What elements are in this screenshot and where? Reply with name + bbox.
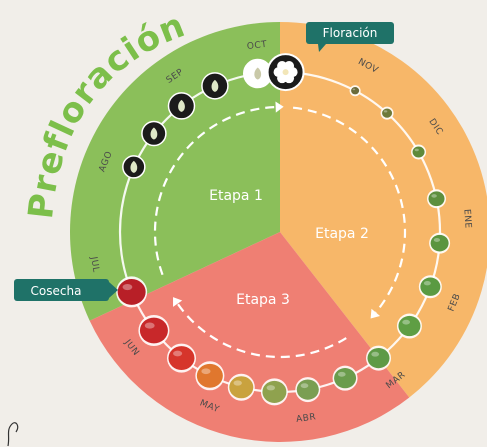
bud-shape-icon [130,160,138,173]
month-label-oct: OCT [246,40,267,52]
arrow-arc-3 [176,303,347,359]
coffee-cherry-body-icon [382,108,393,118]
coffee-cherry-body-icon [412,146,425,158]
bud-shape-icon [150,127,158,140]
cherry-highlight-icon [414,148,419,152]
stage-3-label: Etapa 3 [236,292,290,308]
stage-3-sector [89,232,410,443]
cherry-highlight-icon [402,319,410,325]
flower-petal-icon [284,61,295,72]
cherry-highlight-icon [173,350,183,357]
stage-1-label: Etapa 1 [209,188,263,204]
cherry-highlight-icon [122,283,133,291]
cherry-highlight-icon [337,371,346,377]
coffee-cherry-body-icon [351,87,360,95]
coffee-cherry-body-icon [420,277,441,296]
track-icons [116,53,451,406]
arrowhead-2 [370,308,381,319]
corner-doodle-icon [7,422,19,447]
month-label-abr: ABR [296,412,317,425]
coffee-cherry-body-icon [367,347,390,369]
coffee-cherry-body-icon [334,368,357,389]
coffee-cherry-body-icon [262,380,287,403]
cherry-highlight-icon [431,194,437,198]
cycle-ring [69,22,487,443]
stage-1-sector [69,22,280,321]
cherry-highlight-icon [201,368,211,375]
cherry-highlight-icon [383,110,388,113]
bud-shape-icon [211,79,219,92]
arrowhead-1 [275,101,284,113]
coffee-cherry-body-icon [428,191,445,207]
cherry-highlight-icon [423,281,431,286]
coffee-cherry-body-icon [229,376,254,399]
cherry-highlight-icon [371,351,380,357]
arrowhead-3 [173,297,183,307]
cherry-highlight-icon [144,322,155,329]
month-label-ene: ENE [461,209,472,229]
arrow-arc-1 [153,105,276,276]
floracion-tag-text: Floración [323,26,378,40]
cosecha-tag-text: Cosecha [31,284,82,298]
cosecha-tag: Cosecha [14,279,118,301]
flower-petal-icon [277,61,288,72]
coffee-cherry-body-icon [139,317,168,344]
arrow-arc-2 [292,106,407,314]
flower-petal-icon [284,73,295,84]
stage-2-sector [280,22,487,398]
coffee-cherry-body-icon [168,346,195,371]
month-label-jul: JUL [88,255,101,273]
bud-shape-icon [254,67,262,80]
stage-2-label: Etapa 2 [315,226,369,242]
flower-center-icon [282,69,289,76]
cherry-highlight-icon [300,383,309,389]
cherry-highlight-icon [266,385,276,391]
bud-shape-icon [178,99,185,112]
coffee-cherry-body-icon [196,363,223,388]
coffee-cherry-body-icon [117,279,146,305]
cherry-highlight-icon [233,380,242,386]
cherry-highlight-icon [433,238,441,242]
floracion-tag: Floración [306,22,394,52]
coffee-cherry-body-icon [398,315,421,337]
cherry-highlight-icon [352,88,356,91]
inner-cycle-arrows [153,101,407,359]
coffee-cherry-body-icon [296,379,319,400]
coffee-cherry-body-icon [430,234,449,252]
